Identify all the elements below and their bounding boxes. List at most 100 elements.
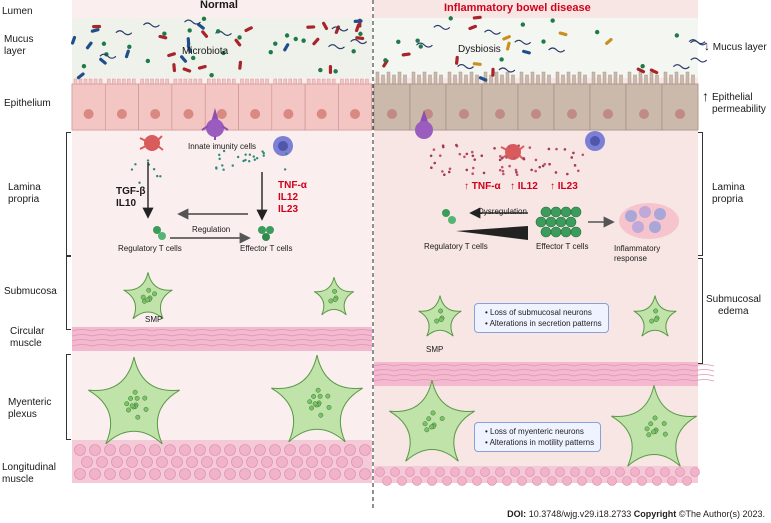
neuron-body: [123, 272, 173, 320]
microvillus: [298, 78, 302, 85]
bacterium-rod: [478, 76, 488, 82]
muscle-cell: [344, 468, 356, 480]
muscle-cell: [224, 468, 236, 480]
bacterium-coccus: [594, 29, 600, 35]
cytokine-dot: [218, 153, 221, 157]
muscle-cell: [284, 444, 296, 456]
lymphocyte-normal-innate: [273, 136, 293, 156]
microvillus: [475, 74, 479, 85]
cytokine-dot: [231, 164, 234, 167]
bacterium-spiral: [115, 30, 133, 36]
muscle-cell: [577, 476, 587, 486]
cytokine-dot: [262, 154, 265, 157]
muscle-cell: [592, 476, 602, 486]
neuron-nucleus: [648, 421, 654, 427]
neuron-nucleus: [661, 421, 667, 426]
inflammatory-label-1: Inflammatory: [614, 244, 661, 253]
bacterium-rod: [472, 62, 482, 66]
bacterium-coccus: [293, 36, 298, 42]
ibd-epithelium: [373, 71, 699, 131]
microvillus: [577, 71, 582, 85]
muscle-cell: [186, 456, 198, 468]
bacterium-coccus: [162, 31, 167, 36]
muscle-cell: [351, 456, 363, 468]
neuron-body: [611, 385, 697, 467]
muscle-fiber: [71, 329, 373, 332]
bacterium-rod: [328, 65, 333, 75]
cell-nucleus: [567, 109, 577, 119]
normal-circular-muscle: [72, 327, 372, 351]
muscle-cell: [104, 468, 116, 480]
muscle-cell: [284, 468, 296, 480]
innate-immunity-label: Innate imunity cells: [188, 142, 257, 151]
layer-label-circular-2: muscle: [10, 338, 42, 349]
muscle-cell: [652, 476, 662, 486]
muscle-cell: [607, 476, 617, 486]
cytokine-dot: [505, 156, 508, 159]
submucosal-edema-label-2: edema: [718, 306, 749, 317]
dysregulation-label: Dysregulation: [478, 207, 527, 216]
neuron-nucleus: [126, 407, 131, 413]
epithelial-cell-ibd: [589, 83, 627, 131]
muscle-cell: [457, 476, 467, 486]
cytokine-dot: [513, 156, 516, 159]
microvillus: [240, 78, 244, 85]
microbiota-label: Microbiota: [182, 46, 229, 57]
cytokine-dot: [242, 159, 245, 163]
cell-nucleus: [83, 109, 94, 119]
muscle-cell: [510, 467, 520, 477]
cytokine-dot: [130, 168, 134, 171]
muscle-cell: [465, 467, 475, 477]
effector-t-cell: [535, 216, 547, 228]
cytokine-dot: [222, 149, 226, 153]
microvillus: [494, 71, 499, 85]
microvillus: [93, 78, 98, 85]
epithelial-cell: [138, 83, 173, 131]
microvillus: [98, 78, 103, 85]
bacterium-rod: [70, 35, 77, 45]
bacterium-coccus: [499, 57, 504, 62]
muscle-cell: [472, 476, 482, 486]
neuron-nucleus: [332, 297, 338, 303]
layer-label-mucus-2: layer: [4, 46, 26, 57]
neuron-nucleus: [332, 288, 338, 294]
effector-t-cell: [555, 216, 567, 228]
effector-t-cell: [560, 226, 572, 238]
bacterium-coccus: [215, 29, 221, 34]
neuron-nucleus: [309, 405, 314, 411]
bacterium-spiral: [99, 53, 117, 59]
muscle-cell: [291, 456, 303, 468]
macrophage-ibd: [415, 110, 433, 139]
muscle-cell: [600, 467, 610, 477]
bacterium-coccus: [237, 35, 242, 40]
muscle-cell: [570, 467, 580, 477]
bacterium-rod: [244, 26, 253, 33]
muscle-cell: [201, 456, 213, 468]
cytokine-dot: [244, 158, 247, 162]
permeability-label-1: Epithelial: [712, 92, 753, 103]
bacterium-coccus: [221, 50, 226, 56]
microvillus: [453, 74, 457, 85]
muscle-cell: [405, 467, 415, 477]
muscle-cell: [660, 467, 670, 477]
bacterium-rod: [167, 52, 176, 58]
bacterium-coccus: [301, 38, 306, 43]
cytokine-dot: [236, 155, 240, 159]
muscle-cell: [442, 476, 452, 486]
muscle-cell: [427, 476, 437, 486]
ibd-title: Inflammatory bowel disease: [444, 2, 591, 14]
muscle-cell: [74, 444, 86, 456]
microvillus: [597, 74, 601, 85]
microvillus: [663, 71, 668, 85]
bacterium-coccus: [418, 44, 423, 49]
citation-footer: DOI: 10.3748/wjg.v29.i18.2733 Copyright …: [507, 509, 765, 519]
microvillus: [627, 71, 632, 85]
cytokine-dot: [458, 152, 462, 156]
neuron-nucleus: [152, 291, 157, 297]
muscle-cell: [314, 468, 326, 480]
microvillus: [572, 74, 576, 85]
bacterium-coccus: [448, 16, 453, 21]
regulation-label: Regulation: [192, 225, 231, 234]
microvillus: [117, 78, 121, 85]
bacterium-coccus: [541, 39, 546, 44]
